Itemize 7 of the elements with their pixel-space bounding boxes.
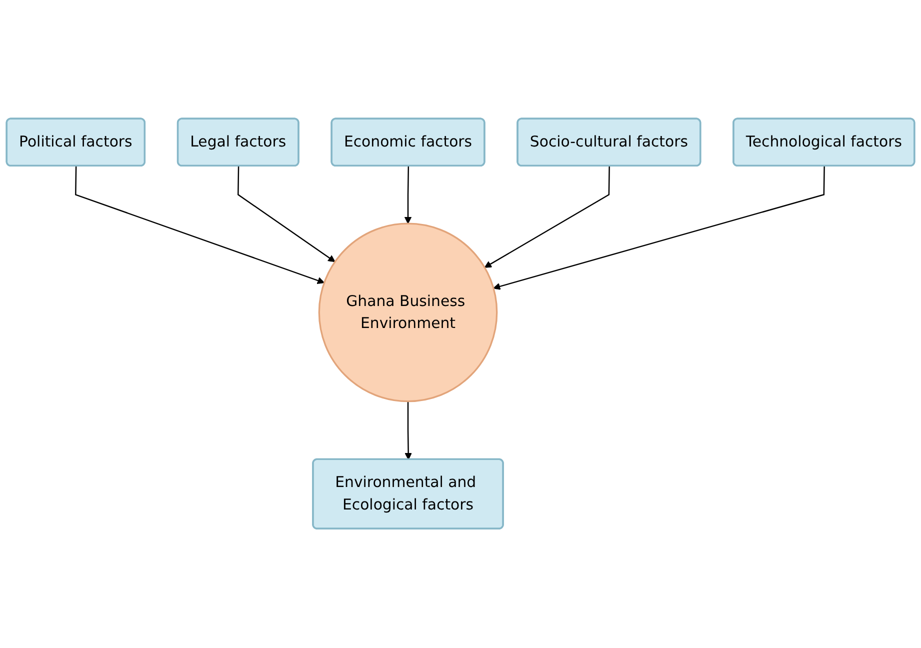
arrow: [484, 166, 610, 268]
arrow: [404, 166, 412, 224]
arrow: [238, 166, 336, 263]
arrow: [493, 166, 825, 290]
arrow: [75, 166, 325, 284]
node-circle: Ghana Business Environment: [318, 223, 498, 403]
arrow: [404, 402, 412, 460]
